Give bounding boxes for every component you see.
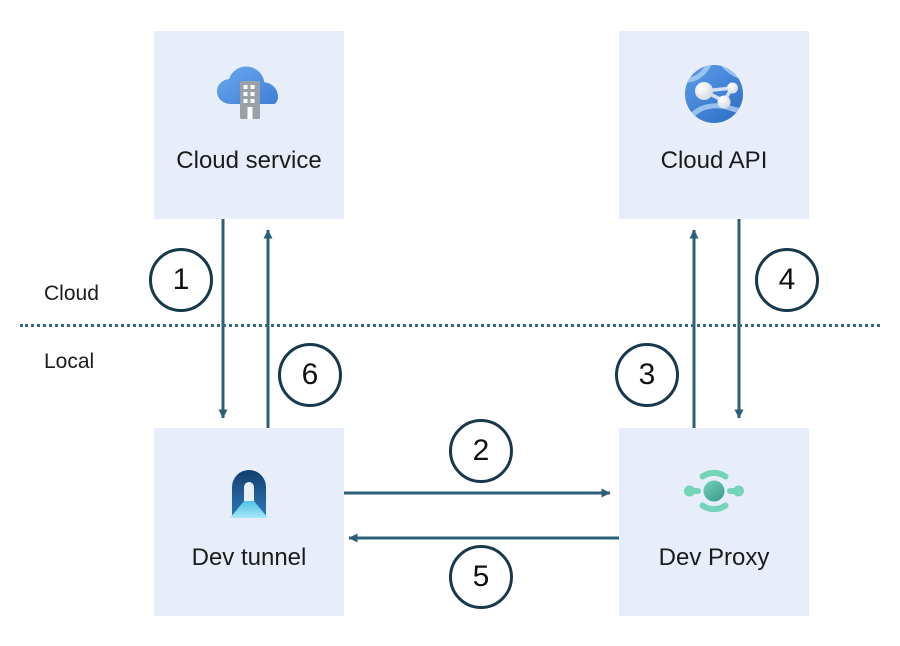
zone-label-local: Local (44, 350, 95, 373)
node-cloud-api[interactable]: Cloud API (619, 31, 809, 219)
cloud-local-divider (20, 324, 880, 327)
node-label-cloud-api: Cloud API (660, 147, 768, 174)
node-label-cloud-service: Cloud service (176, 147, 322, 174)
node-cloud-service[interactable]: Cloud service (154, 31, 344, 219)
node-dev-proxy[interactable]: Dev Proxy (619, 428, 809, 616)
node-label-dev-proxy: Dev Proxy (658, 544, 770, 571)
step-badge-4: 4 (755, 248, 819, 312)
step-badge-6: 6 (278, 343, 342, 407)
step-badge-3: 3 (615, 343, 679, 407)
dev-proxy-target-icon (684, 469, 744, 513)
cloud-building-icon (217, 66, 278, 119)
node-dev-tunnel[interactable]: Dev tunnel (154, 428, 344, 616)
zone-label-cloud: Cloud (44, 282, 99, 305)
step-badge-2: 2 (449, 419, 513, 483)
step-badge-5: 5 (449, 545, 513, 609)
globe-network-icon (685, 65, 743, 123)
node-label-dev-tunnel: Dev tunnel (191, 544, 307, 571)
step-badge-1: 1 (149, 248, 213, 312)
tunnel-icon (230, 470, 268, 518)
